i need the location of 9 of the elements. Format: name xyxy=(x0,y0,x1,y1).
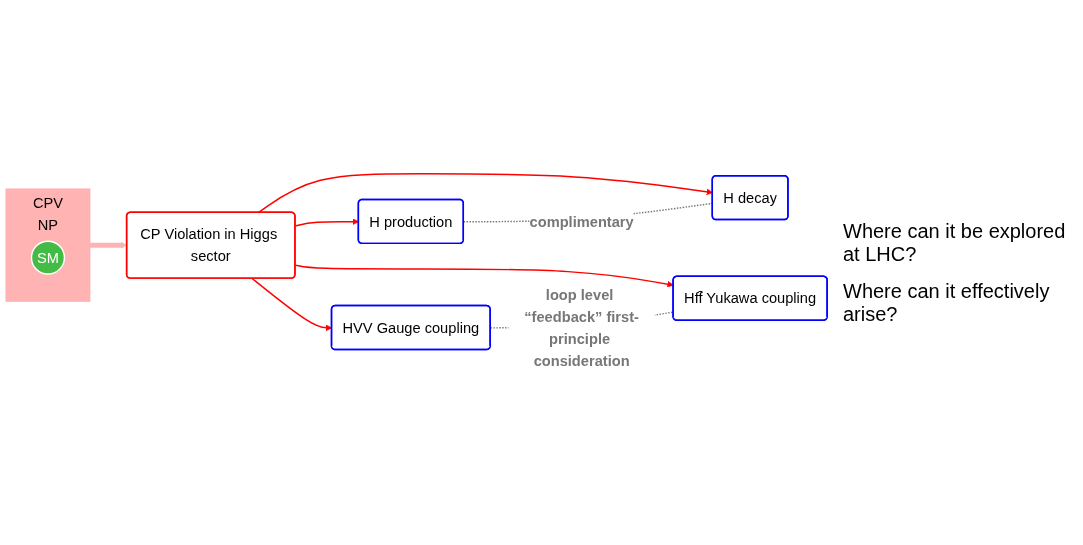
arrow xyxy=(257,173,713,214)
question-text: Where can it effectively arise? xyxy=(843,279,1051,326)
question-text: Where can it be explored at LHC? xyxy=(843,219,1067,266)
arrow xyxy=(90,241,127,249)
arrow xyxy=(294,264,674,288)
arrow xyxy=(294,218,359,227)
edge-label: complimentary xyxy=(529,213,634,230)
node-circle: SM xyxy=(30,240,66,275)
edge-label: loop level “feedback” first-principle consideration xyxy=(524,286,639,369)
